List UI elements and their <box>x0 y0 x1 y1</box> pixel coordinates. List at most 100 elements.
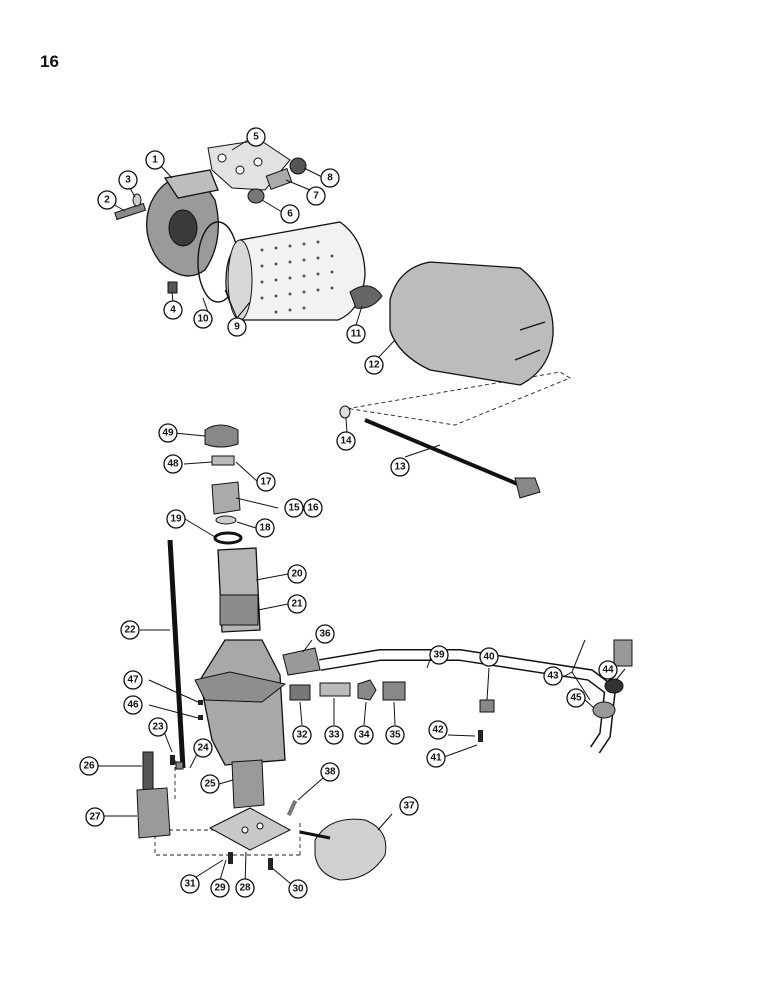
svg-text:25: 25 <box>204 779 216 790</box>
callout-26: 26 <box>79 756 99 776</box>
svg-text:36: 36 <box>319 629 331 640</box>
svg-text:34: 34 <box>358 730 370 741</box>
svg-text:46: 46 <box>127 700 139 711</box>
callout-13: 13 <box>390 457 410 477</box>
elbow-fitting <box>282 647 321 676</box>
valve-seat <box>247 188 265 204</box>
callout-18: 18 <box>255 518 275 538</box>
callout-30: 30 <box>288 879 308 899</box>
valve-cap <box>289 157 307 175</box>
drive-gear <box>211 481 241 515</box>
sleeve <box>604 678 624 694</box>
svg-text:16: 16 <box>307 503 319 514</box>
callout-19: 19 <box>166 509 186 529</box>
svg-text:22: 22 <box>124 625 136 636</box>
svg-text:19: 19 <box>170 514 182 525</box>
callout-35: 35 <box>385 725 405 745</box>
callout-36: 36 <box>315 624 335 644</box>
callout-40: 40 <box>479 647 499 667</box>
callout-48: 48 <box>163 454 183 474</box>
callout-28: 28 <box>235 878 255 898</box>
svg-text:18: 18 <box>259 523 271 534</box>
callout-17: 17 <box>256 472 276 492</box>
svg-text:28: 28 <box>239 883 251 894</box>
callout-11: 11 <box>346 324 366 344</box>
callout-9: 9 <box>227 317 247 337</box>
callout-39: 39 <box>429 645 449 665</box>
filter-canister <box>389 261 554 386</box>
callout-25: 25 <box>200 774 220 794</box>
plug <box>289 684 311 701</box>
svg-text:9: 9 <box>234 322 240 333</box>
callout-42: 42 <box>428 720 448 740</box>
page-number: 16 <box>40 52 59 71</box>
callout-45: 45 <box>566 688 586 708</box>
callout-16: 16 <box>303 498 323 518</box>
pump-cover <box>208 807 292 851</box>
valve-spring <box>265 168 293 190</box>
alignment-dash-box <box>339 371 572 426</box>
svg-text:15: 15 <box>288 503 300 514</box>
svg-text:7: 7 <box>313 191 319 202</box>
callout-33: 33 <box>324 725 344 745</box>
callout-21: 21 <box>287 594 307 614</box>
adjusting-screw <box>382 681 406 701</box>
svg-text:4: 4 <box>170 305 176 316</box>
svg-text:23: 23 <box>152 722 164 733</box>
svg-text:10: 10 <box>197 314 209 325</box>
svg-text:48: 48 <box>167 459 179 470</box>
drive-gear-lower <box>231 759 265 809</box>
filter-assembly <box>114 139 572 499</box>
callout-3: 3 <box>118 170 138 190</box>
callout-32: 32 <box>292 725 312 745</box>
svg-text:20: 20 <box>291 569 303 580</box>
callout-37: 37 <box>399 796 419 816</box>
callout-43: 43 <box>543 666 563 686</box>
svg-text:12: 12 <box>368 360 380 371</box>
svg-text:5: 5 <box>253 132 259 143</box>
filter-base-flange <box>163 169 219 199</box>
tube-clip <box>479 699 495 713</box>
svg-text:21: 21 <box>291 599 303 610</box>
svg-text:2: 2 <box>104 195 110 206</box>
idler-gear <box>136 787 171 839</box>
pump-dash-lines <box>154 760 301 856</box>
callout-8: 8 <box>320 168 340 188</box>
svg-text:14: 14 <box>340 436 352 447</box>
svg-text:44: 44 <box>602 665 614 676</box>
nut <box>592 701 616 719</box>
callout-34: 34 <box>354 725 374 745</box>
svg-text:32: 32 <box>296 730 308 741</box>
svg-text:31: 31 <box>184 879 196 890</box>
filter-perforations <box>260 240 334 314</box>
filter-element <box>225 221 366 321</box>
svg-text:39: 39 <box>433 650 445 661</box>
filter-base-bore <box>168 209 198 247</box>
svg-text:43: 43 <box>547 671 559 682</box>
callout-15: 15 <box>284 498 304 518</box>
oil-screen <box>314 818 387 881</box>
svg-text:29: 29 <box>214 883 226 894</box>
gear-washer <box>215 515 237 525</box>
pump-body <box>199 639 286 766</box>
svg-text:13: 13 <box>394 462 406 473</box>
bolt <box>114 202 147 221</box>
center-bolt <box>364 418 521 487</box>
callout-44: 44 <box>598 660 618 680</box>
callout-27: 27 <box>85 807 105 827</box>
callouts: 1 2 3 4 5 6 7 8 9 10 11 12 13 14 15 16 1… <box>79 127 618 899</box>
svg-text:40: 40 <box>483 652 495 663</box>
svg-text:30: 30 <box>292 884 304 895</box>
svg-text:35: 35 <box>389 730 401 741</box>
housing-cap <box>204 424 239 448</box>
svg-text:33: 33 <box>328 730 340 741</box>
callout-38: 38 <box>320 762 340 782</box>
small-screw <box>198 700 203 705</box>
svg-text:3: 3 <box>125 175 131 186</box>
callout-47: 47 <box>123 670 143 690</box>
jam-nut <box>357 679 377 701</box>
svg-text:8: 8 <box>327 173 333 184</box>
callout-22: 22 <box>120 620 140 640</box>
callout-49: 49 <box>158 423 178 443</box>
